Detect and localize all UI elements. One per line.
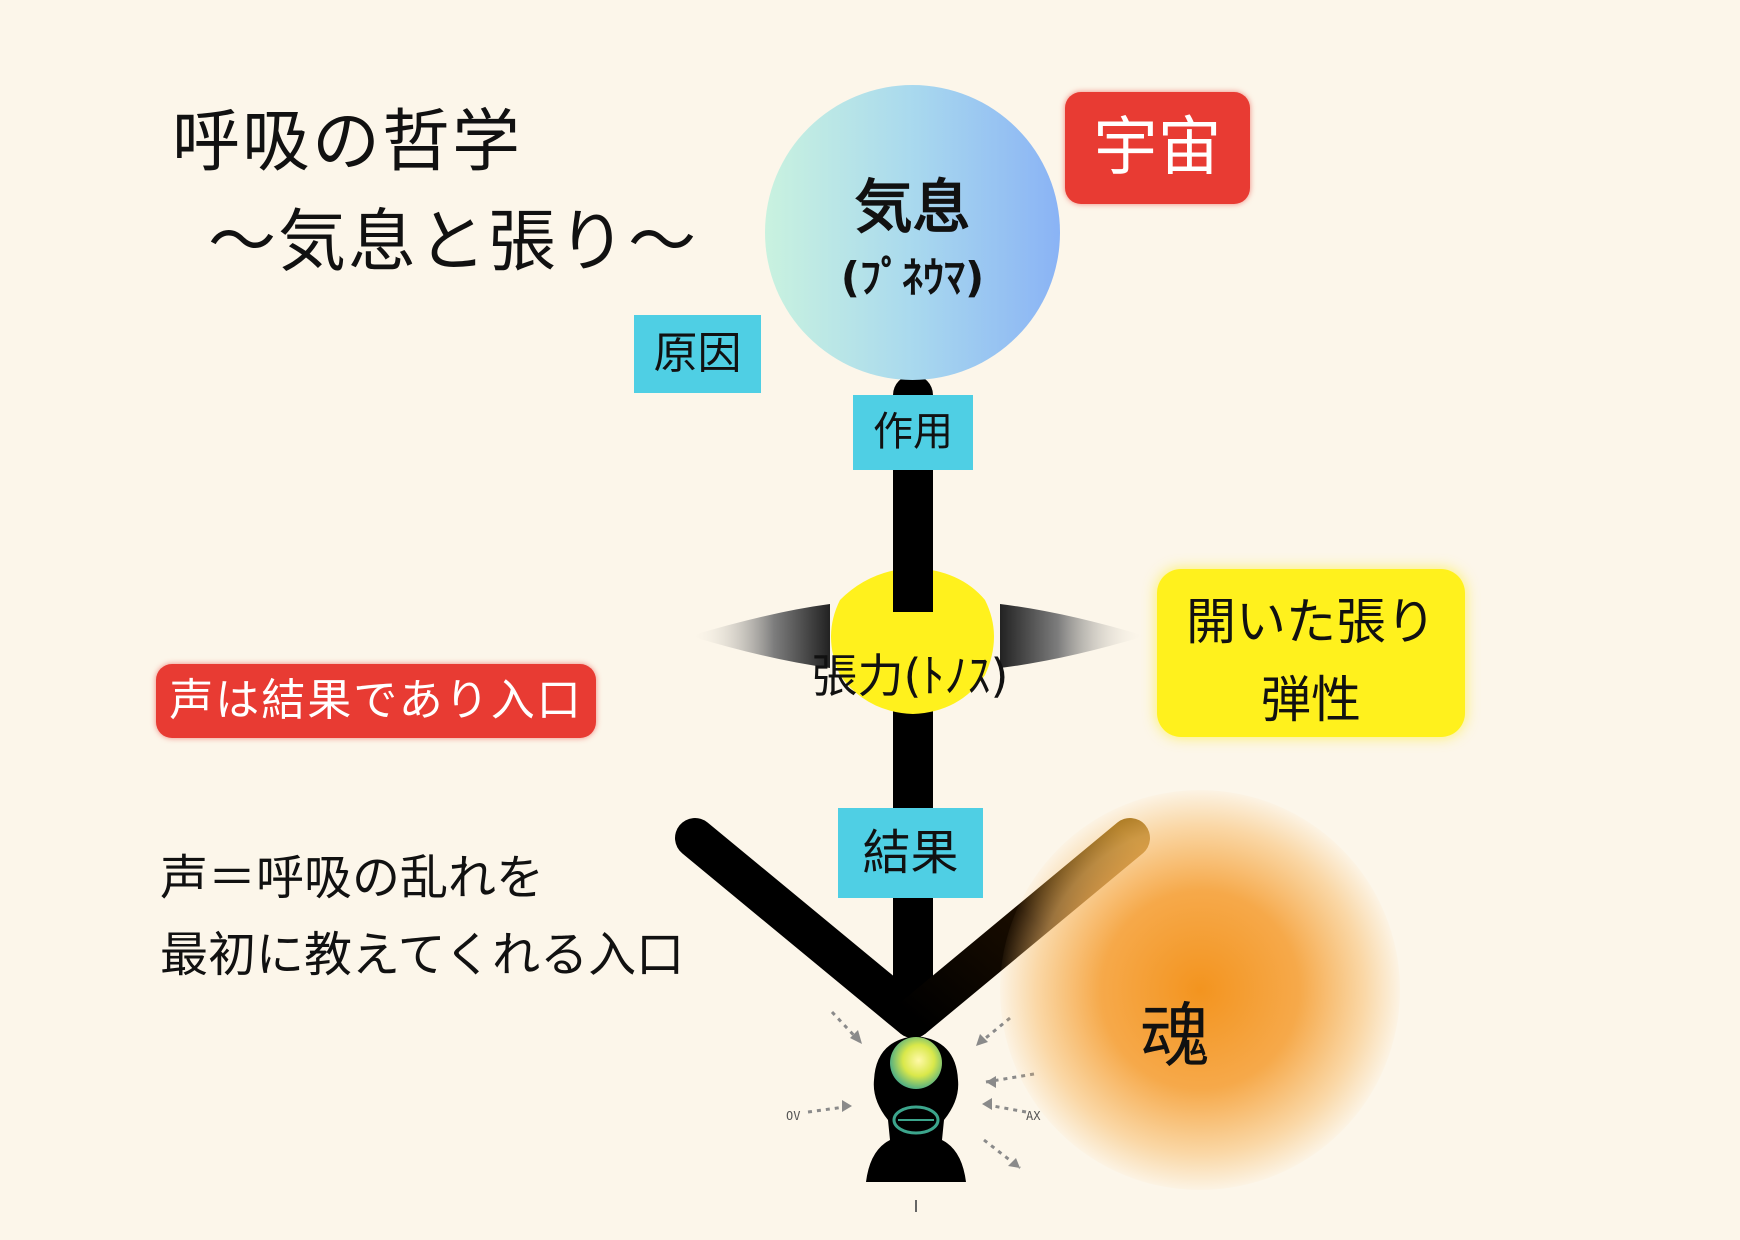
tension-wing-left [690, 604, 830, 668]
title-line-2: 〜気息と張り〜 [208, 203, 699, 282]
tension-blob [831, 568, 994, 714]
soul-label: 魂 [1140, 995, 1210, 1077]
v-arm-left [675, 818, 933, 1038]
action-tag: 作用 [853, 395, 973, 470]
tension-wing-right [1000, 604, 1145, 668]
result-tag: 結果 [838, 808, 983, 898]
title-line-1: 呼吸の哲学 [172, 103, 523, 182]
open-tension-line-1: 開いた張り [1186, 593, 1436, 651]
open-tension-tag [1157, 569, 1465, 737]
cosmos-tag: 宇宙 [1065, 92, 1250, 204]
head-light-orb [890, 1037, 942, 1089]
qi-circle [765, 85, 1060, 380]
arrow-heads [842, 1030, 1020, 1168]
figure-label-right: AX [1026, 1109, 1041, 1123]
voice-tag: 声は結果であり入口 [156, 664, 596, 738]
soul-glow [1000, 790, 1400, 1190]
body-text-line-2: 最初に教えてくれる入口 [160, 927, 685, 983]
mouth-ellipse [892, 1105, 940, 1135]
body-text-line-1: 声＝呼吸の乱れを [160, 850, 545, 906]
tension-label: 張力(ﾄﾉｽ) [811, 649, 1009, 703]
cause-tag: 原因 [634, 315, 761, 393]
qi-label: 気息 [854, 173, 971, 241]
human-head-figure [866, 1036, 966, 1182]
open-tension-line-2: 弾性 [1261, 671, 1361, 729]
qi-sublabel: (ﾌﾟﾈｳﾏ) [840, 253, 985, 302]
figure-label-left: OV [786, 1109, 801, 1123]
